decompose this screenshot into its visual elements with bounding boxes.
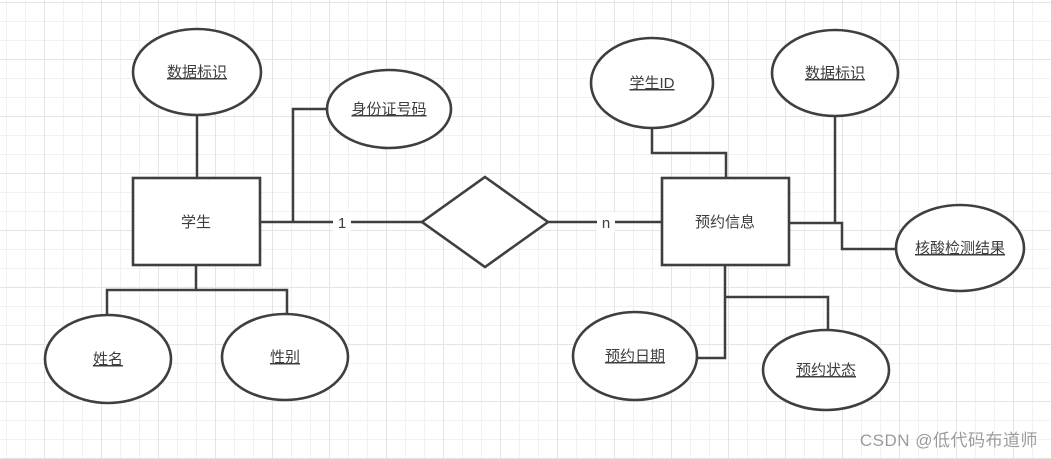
attribute-name: 姓名 <box>43 313 173 405</box>
connector-appointment-to-date-status <box>697 265 830 360</box>
attribute-id-card: 身份证号码 <box>325 68 453 150</box>
entity-student: 学生 <box>131 176 262 267</box>
cardinality-left: 1 <box>333 212 351 232</box>
attribute-gender-ellipse <box>220 312 350 402</box>
connector-studentid-to-appointment <box>650 127 728 178</box>
attribute-gender-label: 性别 <box>270 349 300 366</box>
attribute-appointment-data-id-label: 数据标识 <box>805 65 865 82</box>
attribute-appointment-status-label: 预约状态 <box>796 362 856 379</box>
connector-appointment-to-testresult <box>789 221 896 251</box>
relationship-diamond <box>419 175 551 269</box>
attribute-student-id-label: 学生ID <box>629 75 674 92</box>
attribute-appointment-date: 预约日期 <box>571 310 699 402</box>
cardinality-right-label: n <box>602 215 610 232</box>
connector-student-to-name-gender <box>105 265 289 315</box>
attribute-student-id-ellipse <box>589 36 715 130</box>
cardinality-right: n <box>597 212 615 232</box>
attribute-appointment-date-label: 预约日期 <box>605 348 665 365</box>
attribute-id-card-ellipse <box>325 68 453 150</box>
attribute-student-data-id: 数据标识 <box>131 27 263 117</box>
cardinality-left-label: 1 <box>338 215 346 232</box>
entity-appointment-box <box>660 176 791 267</box>
attribute-gender: 性别 <box>220 312 350 402</box>
entity-appointment-label: 预约信息 <box>695 214 755 231</box>
attribute-name-ellipse <box>43 313 173 405</box>
attribute-name-label: 姓名 <box>93 351 123 368</box>
attribute-appointment-date-ellipse <box>571 310 699 402</box>
attribute-test-result: 核酸检测结果 <box>894 203 1026 293</box>
connector-idcard-to-student-line <box>291 107 327 221</box>
attribute-student-data-id-ellipse <box>131 27 263 117</box>
watermark-text: CSDN @低代码布道师 <box>859 431 1038 450</box>
attribute-test-result-label: 核酸检测结果 <box>915 240 1005 257</box>
attribute-test-result-ellipse <box>894 203 1026 293</box>
entity-appointment: 预约信息 <box>660 176 791 267</box>
cardinality-right-patch <box>597 212 615 232</box>
entity-student-box <box>131 176 262 267</box>
attribute-student-id: 学生ID <box>589 36 715 130</box>
attribute-appointment-data-id: 数据标识 <box>770 28 900 118</box>
attribute-appointment-status: 预约状态 <box>761 328 891 412</box>
cardinality-left-patch <box>333 212 351 232</box>
attribute-appointment-status-ellipse <box>761 328 891 412</box>
entity-student-label: 学生 <box>181 214 211 231</box>
attribute-id-card-label: 身份证号码 <box>351 101 426 118</box>
attribute-student-data-id-label: 数据标识 <box>167 64 227 81</box>
attribute-appointment-data-id-ellipse <box>770 28 900 118</box>
